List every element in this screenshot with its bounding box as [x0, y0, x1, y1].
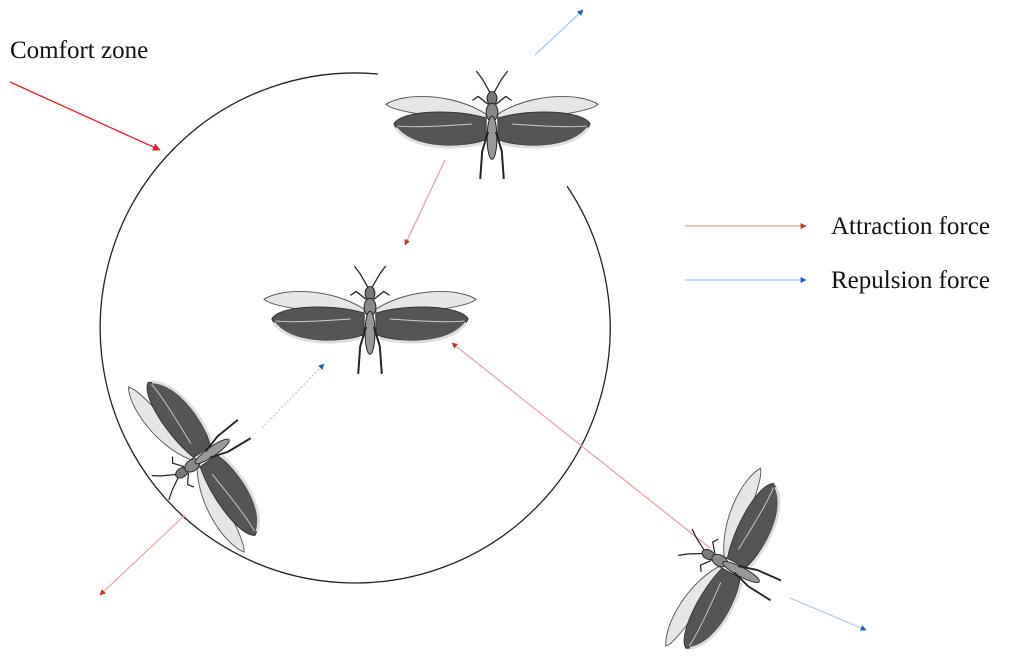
grasshopper-icon: [638, 453, 823, 663]
legend-repulsion-label: Repulsion force: [831, 268, 990, 293]
repulsion-arrow-left-to-center: [262, 364, 324, 428]
comfort-zone-label: Comfort zone: [10, 38, 148, 63]
attraction-arrow-left-outward: [100, 515, 185, 595]
attraction-arrow-right-to-center: [452, 343, 710, 548]
repulsion-arrow-right-outward: [790, 598, 866, 630]
grasshopper-icon: [264, 266, 476, 374]
grasshopper-icon: [386, 71, 598, 179]
repulsion-arrow-top-outward: [535, 10, 583, 55]
attraction-arrow-top-to-center: [405, 160, 445, 245]
legend-attraction-label: Attraction force: [831, 214, 990, 239]
comfort-zone-pointer-arrow: [10, 82, 160, 150]
grasshopper-icon: [102, 346, 302, 570]
